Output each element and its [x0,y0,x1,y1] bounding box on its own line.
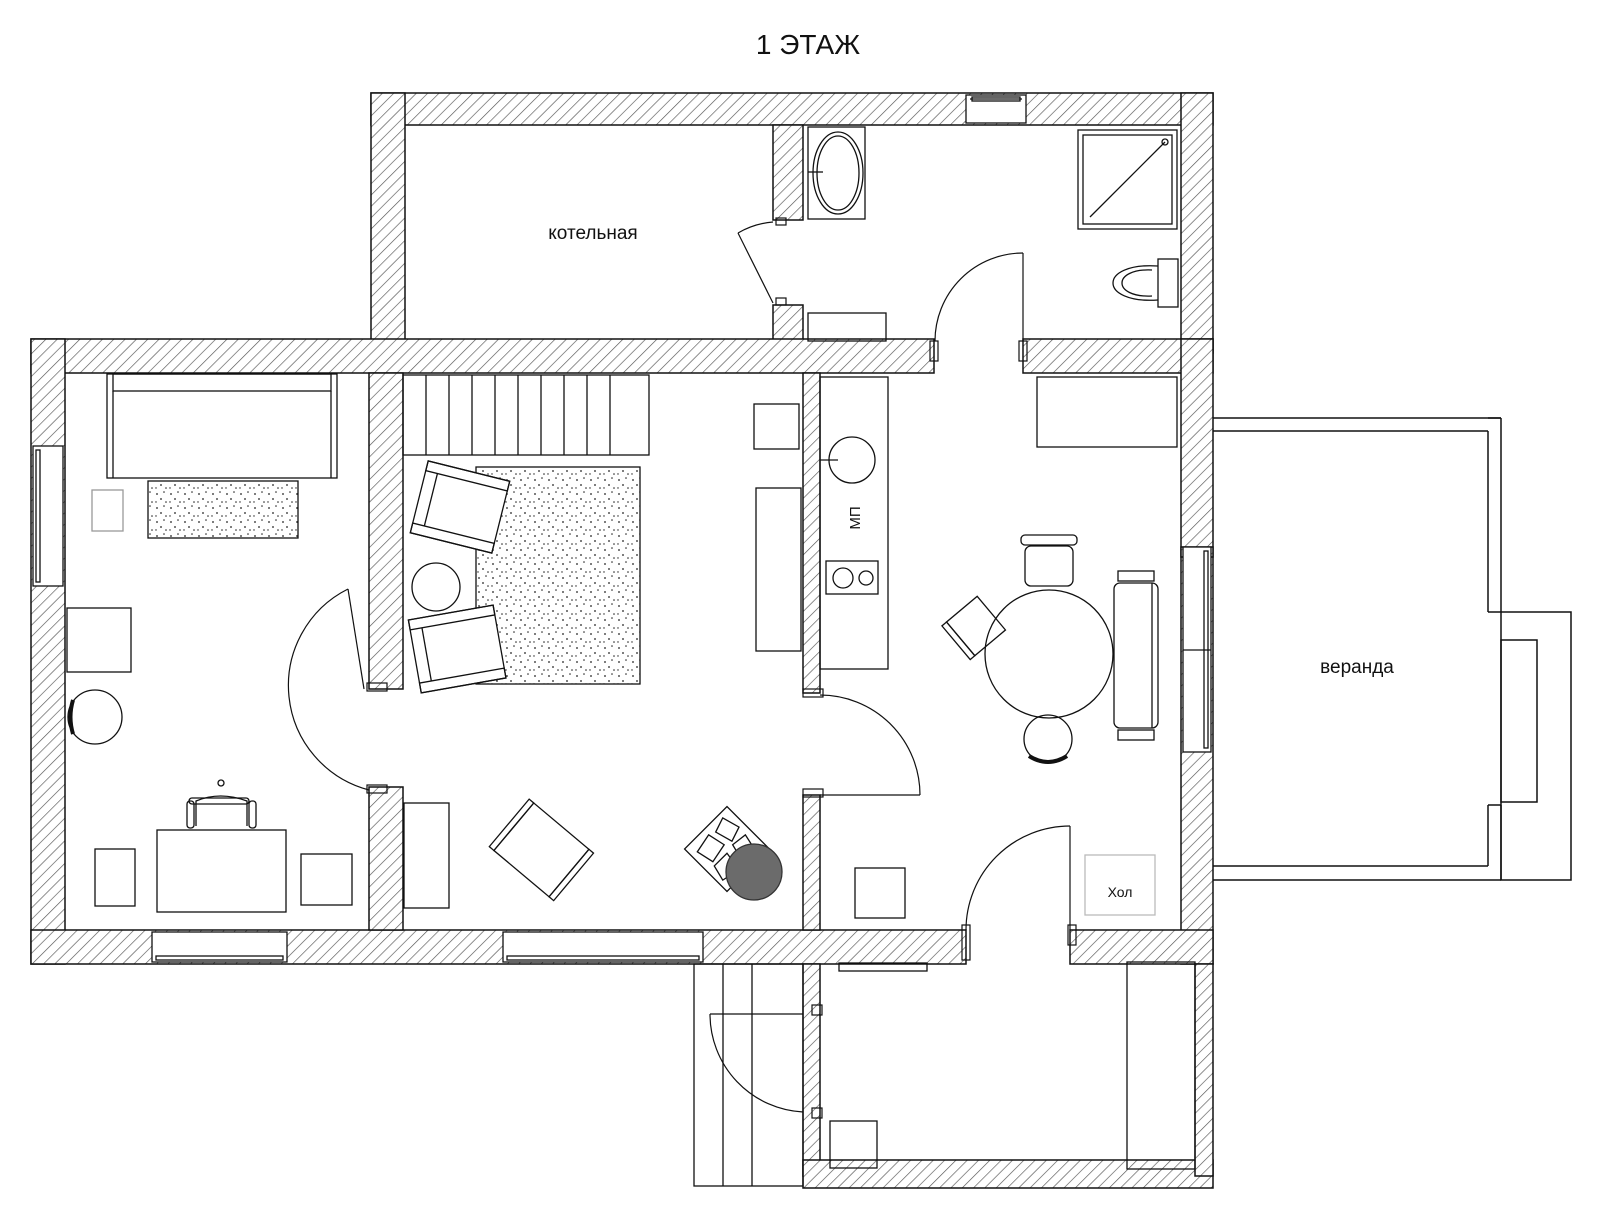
room-label-veranda: веранда [1320,657,1394,678]
bathroom-fixtures [807,126,1179,342]
lounge-furniture [403,460,783,909]
walls [30,92,1214,1189]
floor-title: 1 ЭТАЖ [756,29,860,60]
doors [287,217,1077,1119]
kitchen-furniture [753,376,1178,919]
dishwasher-label: МП [847,506,864,529]
windows [32,94,1212,963]
room-label-hall: Хол [1108,884,1133,900]
living-room-furniture [66,373,353,913]
room-label-boiler: котельная [548,223,637,244]
stairs [402,374,650,456]
vestibule [693,961,1196,1187]
veranda [1213,417,1572,881]
